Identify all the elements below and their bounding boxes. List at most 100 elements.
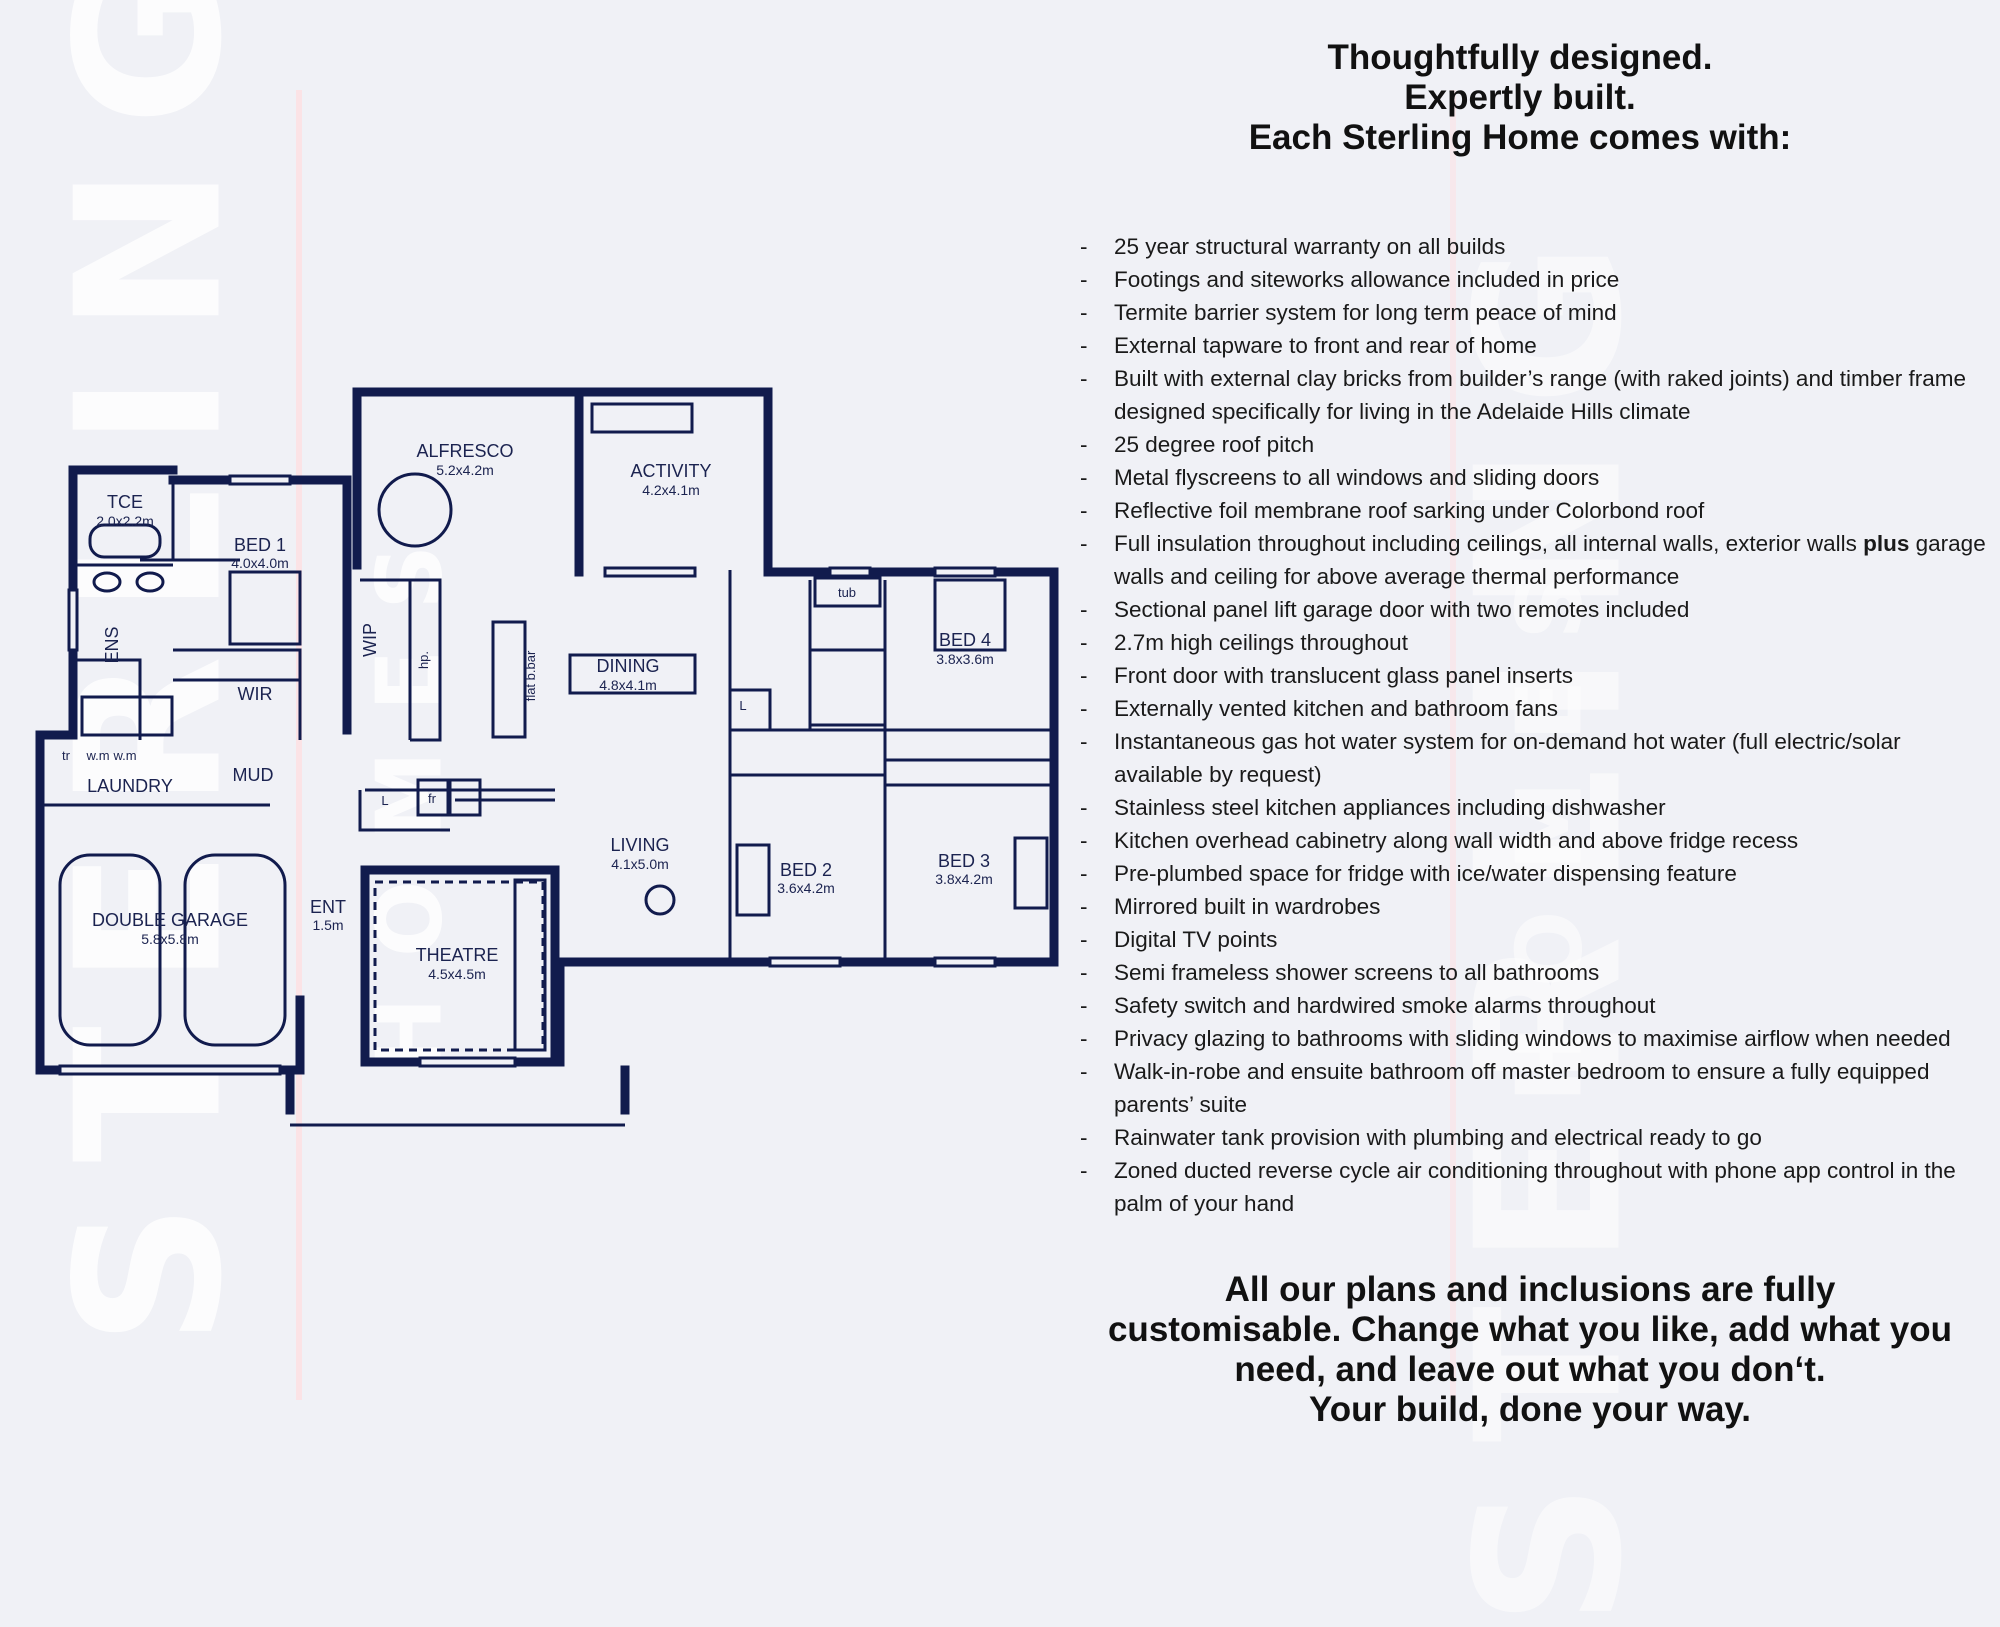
headline-line-3: Each Sterling Home comes with: — [1248, 118, 1792, 157]
bullet-dash: - — [1080, 465, 1088, 490]
headline-line-2: Expertly built. — [1404, 78, 1636, 117]
inclusion-text: Digital TV points — [1114, 927, 1278, 952]
room-bed4-name: BED 4 — [939, 630, 991, 650]
fixture-flat-bar-label: flat b.bar — [523, 650, 538, 701]
room-garage-dim: 5.8x5.8m — [141, 931, 199, 947]
watermark-accent-line-left — [296, 90, 302, 1400]
inclusion-text: Stainless steel kitchen appliances inclu… — [1114, 795, 1666, 820]
inclusion-item: -External tapware to front and rear of h… — [1070, 329, 1990, 362]
inclusion-item: - Kitchen overhead cabinetry along wall w… — [1070, 824, 1990, 857]
room-tce-name: TCE — [107, 492, 143, 512]
fixture-l2-label: L — [739, 698, 746, 713]
inclusion-item: - Sectional panel lift garage door with t… — [1070, 593, 1990, 626]
bullet-dash: - — [1080, 1158, 1088, 1183]
room-activity-dim: 4.2x4.1m — [642, 482, 700, 498]
inclusion-item: -2.7m high ceilings throughout — [1070, 626, 1990, 659]
room-ent-name: ENT — [310, 897, 346, 917]
room-dining-dim: 4.8x4.1m — [599, 677, 657, 693]
inclusion-text: Reflective foil membrane roof sarking un… — [1114, 498, 1705, 523]
footer-line-4: Your build, done your way. — [1308, 1390, 1752, 1429]
inclusion-text: Instantaneous gas hot water system for o… — [1114, 729, 1901, 787]
inclusion-text: 25 degree roof pitch — [1114, 432, 1315, 457]
headline: Thoughtfully designed. Expertly built. E… — [1070, 38, 1990, 158]
bullet-dash: - — [1080, 366, 1088, 391]
inclusion-text: Safety switch and hardwired smoke alarms… — [1114, 993, 1656, 1018]
room-living-name: LIVING — [610, 835, 669, 855]
inclusion-text: Sectional panel lift garage door with tw… — [1114, 597, 1690, 622]
inclusion-text: Semi frameless shower screens to all bat… — [1114, 960, 1600, 985]
footer-line-2: customisable. Change what you like, add … — [1107, 1310, 1953, 1349]
bullet-dash: - — [1080, 927, 1088, 952]
bullet-dash: - — [1080, 828, 1088, 853]
inclusion-text-bold: plus — [1863, 531, 1910, 556]
footer-line-1: All our plans and inclusions are fully — [1224, 1270, 1836, 1309]
inclusion-text: External tapware to front and rear of ho… — [1114, 333, 1537, 358]
bullet-dash: - — [1080, 993, 1088, 1018]
fixture-hp-label: hp. — [416, 651, 431, 669]
inclusion-text: Mirrored built in wardrobes — [1114, 894, 1381, 919]
inclusion-item: - Stainless steel kitchen appliances incl… — [1070, 791, 1990, 824]
inclusion-item: - Safety switch and hardwired smoke alarm… — [1070, 989, 1990, 1022]
room-wir-name: WIR — [238, 684, 273, 704]
room-bed1-name: BED 1 — [234, 535, 286, 555]
room-dining-name: DINING — [597, 656, 660, 676]
room-mud-name: MUD — [233, 765, 274, 785]
inclusion-text: Zoned ducted reverse cycle air condition… — [1114, 1158, 1956, 1216]
bullet-dash: - — [1080, 597, 1088, 622]
inclusion-text: 2.7m high ceilings throughout — [1114, 630, 1408, 655]
bullet-dash: - — [1080, 729, 1088, 754]
bullet-dash: - — [1080, 1026, 1088, 1051]
room-bed2-dim: 3.6x4.2m — [777, 880, 835, 896]
inclusion-text: 25 year structural warranty on all build… — [1114, 234, 1506, 259]
fixture-tub-label: tub — [838, 585, 856, 600]
inclusion-item: - Zoned ducted reverse cycle air conditio… — [1070, 1154, 1990, 1220]
inclusion-text: Built with external clay bricks from bui… — [1114, 366, 1967, 424]
inclusion-item: - 25 year structural warranty on all buil… — [1070, 230, 1990, 263]
inclusion-item: -Mirrored built in wardrobes — [1070, 890, 1990, 923]
inclusion-text-before: Full insulation throughout including cei… — [1114, 531, 1864, 556]
inclusion-item: - Built with external clay bricks from bu… — [1070, 362, 1990, 428]
inclusion-item: -Termite barrier system for long term pe… — [1070, 296, 1990, 329]
bullet-dash: - — [1080, 861, 1088, 886]
bullet-dash: - — [1080, 1125, 1088, 1150]
inclusion-item: - Walk-in-robe and ensuite bathroom off m… — [1070, 1055, 1990, 1121]
room-ent-dim: 1.5m — [312, 917, 343, 933]
room-garage-name: DOUBLE GARAGE — [92, 910, 248, 930]
inclusion-text: Front door with translucent glass panel … — [1114, 663, 1573, 688]
inclusion-text: Termite barrier system for long term pea… — [1114, 300, 1617, 325]
room-alfresco-name: ALFRESCO — [416, 441, 513, 461]
inclusion-item: -Externally vented kitchen and bathroom … — [1070, 692, 1990, 725]
fixture-l-label: L — [381, 793, 388, 808]
inclusion-item: -Privacy glazing to bathrooms with slidi… — [1070, 1022, 1990, 1055]
room-bed4-dim: 3.8x3.6m — [936, 651, 994, 667]
fixture-fr-label: fr — [428, 791, 437, 806]
inclusion-text: Walk-in-robe and ensuite bathroom off ma… — [1114, 1059, 1930, 1117]
room-bed2-name: BED 2 — [780, 860, 832, 880]
room-bed1-dim: 4.0x4.0m — [231, 555, 289, 571]
room-alfresco-dim: 5.2x4.2m — [436, 462, 494, 478]
inclusion-item: -Reflective foil membrane roof sarking u… — [1070, 494, 1990, 527]
inclusion-text: Kitchen overhead cabinetry along wall wi… — [1114, 828, 1799, 853]
room-wip-name: WIP — [360, 623, 380, 657]
room-bed3-dim: 3.8x4.2m — [935, 871, 993, 887]
bullet-dash: - — [1080, 234, 1088, 259]
room-tce-dim: 2.0x2.2m — [96, 513, 154, 529]
room-ens-name: ENS — [102, 626, 122, 663]
footer-cta: All our plans and inclusions are fully c… — [1070, 1270, 1990, 1430]
fixture-wm-label: w.m — [85, 748, 109, 763]
inclusion-item: - Semi frameless shower screens to all ba… — [1070, 956, 1990, 989]
room-theatre-name: THEATRE — [416, 945, 499, 965]
bullet-dash: - — [1080, 531, 1088, 556]
inclusion-text-after: garage walls and ceiling for above avera… — [1114, 531, 1986, 589]
inclusion-item: -Footings and siteworks allowance includ… — [1070, 263, 1990, 296]
inclusion-item: - Metal flyscreens to all windows and sli… — [1070, 461, 1990, 494]
inclusion-item: - Instantaneous gas hot water system for … — [1070, 725, 1990, 791]
inclusion-text: Externally vented kitchen and bathroom f… — [1114, 696, 1559, 721]
inclusion-text: Footings and siteworks allowance include… — [1114, 267, 1620, 292]
bullet-dash: - — [1080, 795, 1088, 820]
headline-line-1: Thoughtfully designed. — [1327, 38, 1713, 77]
footer-line-3: need, and leave out what you don‘t. — [1234, 1350, 1826, 1389]
bullet-dash: - — [1080, 960, 1088, 985]
bullet-dash: - — [1080, 1059, 1088, 1084]
inclusion-text: Metal flyscreens to all windows and slid… — [1114, 465, 1600, 490]
